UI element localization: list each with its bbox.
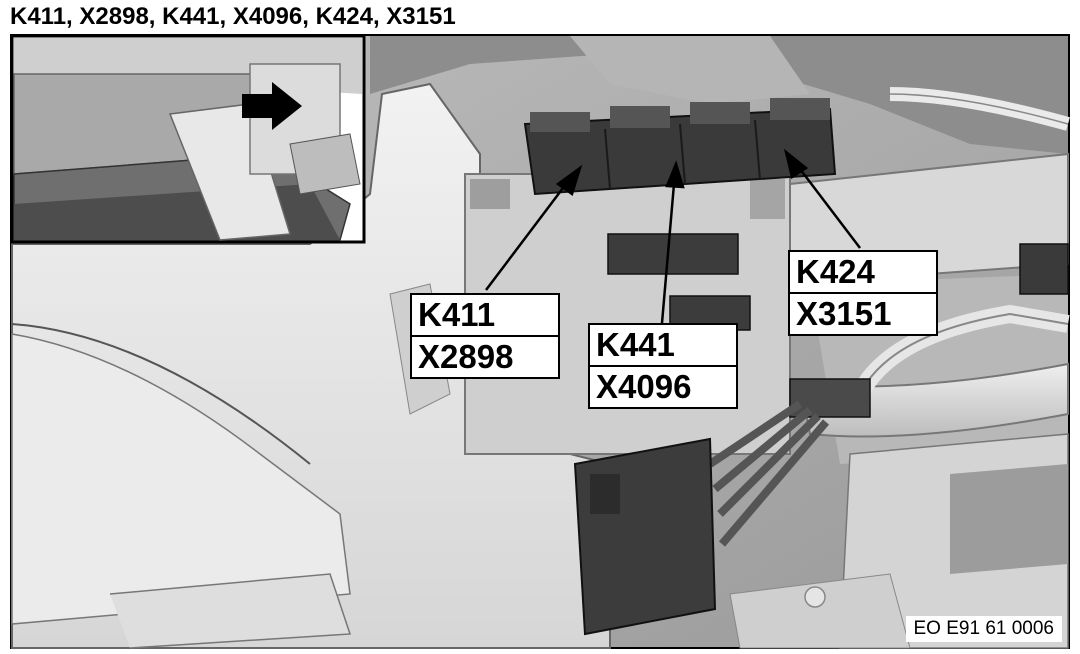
wiring-harness (707, 87, 1070, 547)
callout-k424: K424 X3151 (788, 250, 938, 336)
callout-k441-connector: X4096 (590, 365, 736, 407)
bottom-connector (573, 437, 717, 636)
callout-k424-connector: X3151 (790, 292, 936, 334)
callout-k441-relay: K441 (596, 326, 675, 363)
leader-lines (485, 148, 861, 324)
side-connector (1019, 243, 1069, 295)
relay-block (523, 98, 837, 196)
page-title: K411, X2898, K441, X4096, K424, X3151 (10, 3, 456, 30)
component-location-illustration (10, 34, 1070, 649)
callout-k411: K411 X2898 (410, 293, 560, 379)
location-inset (10, 34, 366, 244)
figure-code: EO E91 61 0006 (905, 616, 1062, 642)
callout-k424-relay: K424 (796, 253, 875, 290)
callout-k411-connector: X2898 (412, 335, 558, 377)
small-connector (607, 233, 739, 275)
arrow-icon (242, 82, 302, 130)
callout-k411-relay: K411 (418, 296, 496, 333)
callout-k441: K441 X4096 (588, 323, 738, 409)
